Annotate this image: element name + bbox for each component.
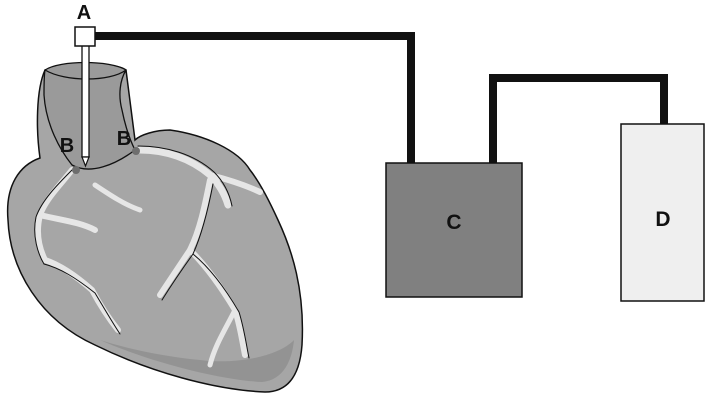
label-b-left: B	[60, 135, 74, 157]
label-a: A	[77, 2, 91, 24]
label-c: C	[446, 211, 461, 234]
tube-c-to-d	[489, 74, 668, 163]
marker-b-right-dot	[132, 147, 140, 155]
marker-b-left-dot	[72, 166, 80, 174]
catheter-tip	[81, 156, 90, 168]
vessel-right-branch	[42, 257, 121, 333]
catheter-a	[74, 26, 96, 168]
label-d: D	[655, 208, 670, 231]
catheter-hub	[74, 26, 96, 47]
heart	[6, 61, 304, 393]
catheter-shaft	[81, 44, 90, 158]
box-c	[385, 162, 523, 298]
vessel-outlines	[34, 145, 250, 359]
vessel-right-lower	[34, 212, 48, 263]
box-d	[620, 123, 705, 302]
vessel-top-branch	[92, 182, 143, 213]
label-b-right: B	[117, 128, 131, 150]
vessel-diagonal	[207, 307, 238, 368]
heart-shading	[100, 340, 294, 382]
coronary-vessels	[34, 146, 263, 368]
tube-a-to-c	[95, 32, 415, 163]
vessel-circumflex	[207, 172, 263, 195]
